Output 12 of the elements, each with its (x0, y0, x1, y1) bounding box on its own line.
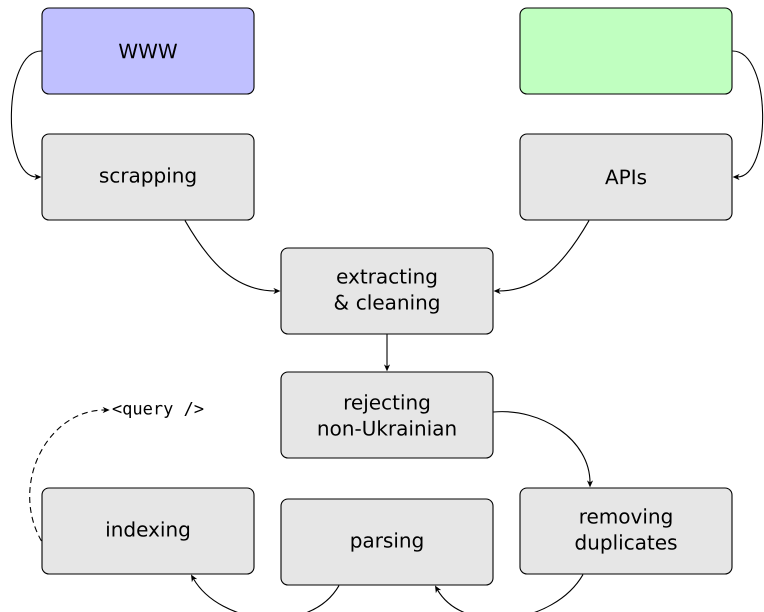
source-box (519, 7, 733, 95)
process-box: extracting & cleaning (280, 247, 494, 335)
arrow (732, 50, 764, 180)
process-box: indexing (41, 487, 255, 575)
process-box: WWW (41, 7, 255, 95)
code-label: <query /> (112, 402, 204, 418)
process-box: APIs (519, 133, 733, 221)
process-box: scrapping (41, 133, 255, 221)
process-box: rejecting non-Ukrainian (280, 371, 494, 459)
process-box: parsing (280, 498, 494, 586)
process-box: removing duplicates (519, 487, 733, 575)
arrow (435, 574, 584, 612)
